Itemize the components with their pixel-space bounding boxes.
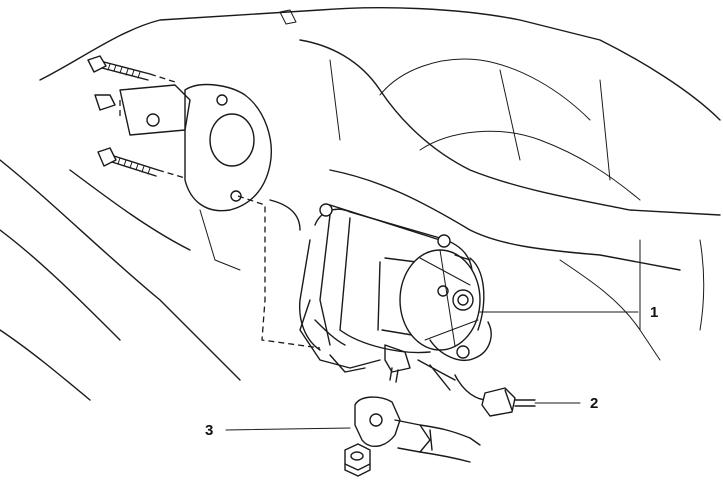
callout-label-1: 1 [650, 304, 658, 321]
upper-bolt [87, 55, 151, 81]
leader-line-3 [225, 427, 351, 431]
leader-lines [225, 311, 639, 431]
battery-cable [354, 396, 481, 463]
engine-block-outline [0, 7, 721, 401]
assembly-guide-lines [119, 73, 321, 349]
callout-label-3: 3 [205, 422, 213, 439]
starter-motor [298, 203, 492, 373]
mounting-flange [94, 83, 301, 271]
connector-part [481, 387, 536, 417]
starter-terminal [384, 344, 486, 401]
nut [344, 443, 371, 477]
lower-bolt [97, 147, 159, 177]
callout-label-2: 2 [590, 395, 598, 412]
